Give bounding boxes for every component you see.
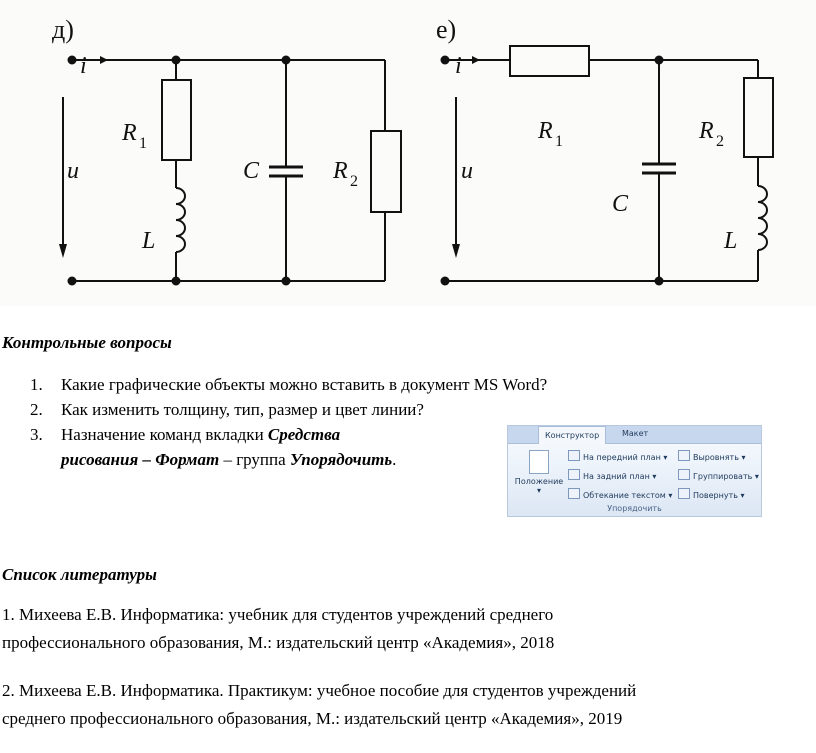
questions-heading: Контрольные вопросы <box>2 333 172 352</box>
capacitor-label: C <box>243 158 260 184</box>
resistor-r1-subscript: 1 <box>139 135 147 152</box>
ribbon-screenshot: Конструктор Макет Положение ▾ На передни… <box>507 425 762 517</box>
resistor-r1-label: R <box>121 120 137 146</box>
list-item-text-plain: – группа <box>219 450 290 469</box>
capacitor-label: C <box>612 191 629 217</box>
align-icon <box>678 450 690 461</box>
circuit-figure: д) i u R 1 L C R 2 е) i u R 1 C R 2 L <box>0 0 816 306</box>
group-command: Группировать ▾ <box>678 469 759 481</box>
text-wrap-command: Обтекание текстом ▾ <box>568 488 672 500</box>
rotate-icon <box>678 488 690 499</box>
circuit-label-right: е) <box>436 15 456 44</box>
literature-item-line: 1. Михеева Е.В. Информатика: учебник для… <box>2 605 554 624</box>
list-item-number: 3. <box>30 425 43 444</box>
list-item-text-plain: . <box>392 450 397 469</box>
position-button: Положение ▾ <box>511 448 567 498</box>
resistor-r2-subscript: 2 <box>350 173 358 190</box>
list-item-text: Как изменить толщину, тип, размер и цвет… <box>61 400 424 419</box>
ribbon-group-arrange: Положение ▾ На передний план ▾ На задний… <box>508 444 761 516</box>
ribbon-tab-bar: Конструктор Макет <box>508 426 761 444</box>
inductor-label: L <box>723 228 737 254</box>
position-icon <box>529 450 549 474</box>
circuit-diagrams: д) i u R 1 L C R 2 е) i u R 1 C R 2 L <box>52 15 774 286</box>
list-item-number: 1. <box>30 375 43 394</box>
resistor-r1-label: R <box>537 118 553 144</box>
voltage-label: u <box>67 158 79 184</box>
list-item-text-plain: Назначение команд вкладки <box>61 425 268 444</box>
literature-item-line: среднего профессионального образования, … <box>2 709 623 728</box>
list-item-text-bold: Упорядочить <box>289 450 393 469</box>
literature-item-line: профессионального образования, М.: издат… <box>2 633 555 652</box>
current-label: i <box>80 53 87 79</box>
list-item-text: Назначение команд вкладки Средства <box>61 422 340 447</box>
ribbon-group-label: Упорядочить <box>607 504 662 513</box>
list-item-number: 2. <box>30 400 43 419</box>
list-item-text-bold: рисования – Формат <box>61 450 220 469</box>
list-item-text-bold: Средства <box>267 425 341 444</box>
resistor-r2-label: R <box>698 118 714 144</box>
send-backward-command: На задний план ▾ <box>568 469 656 481</box>
resistor-r2-label: R <box>332 158 348 184</box>
current-label: i <box>455 53 462 79</box>
resistor-r2-subscript: 2 <box>716 133 724 150</box>
tab-konstruktor: Конструктор <box>538 426 607 444</box>
resistor-r1-subscript: 1 <box>555 133 563 150</box>
literature-item-line: 2. Михеева Е.В. Информатика. Практикум: … <box>2 681 637 700</box>
group-icon <box>678 469 690 480</box>
chevron-down-icon: ▾ <box>536 486 541 495</box>
position-label: Положение <box>514 477 564 486</box>
literature-item: 2. Михеева Е.В. Информатика. Практикум: … <box>2 677 814 733</box>
list-item-text: Какие графические объекты можно вставить… <box>61 375 548 394</box>
align-command: Выровнять ▾ <box>678 450 745 462</box>
bring-forward-icon <box>568 450 580 461</box>
inductor-label: L <box>141 228 155 254</box>
circuit-label-left: д) <box>52 15 74 44</box>
text-wrap-icon <box>568 488 580 499</box>
tab-maket: Макет <box>622 429 649 438</box>
literature-heading: Список литературы <box>2 565 157 584</box>
send-backward-icon <box>568 469 580 480</box>
bring-forward-command: На передний план ▾ <box>568 450 667 462</box>
voltage-label: u <box>461 158 473 184</box>
literature-item: 1. Михеева Е.В. Информатика: учебник для… <box>2 601 814 657</box>
rotate-command: Повернуть ▾ <box>678 488 745 500</box>
